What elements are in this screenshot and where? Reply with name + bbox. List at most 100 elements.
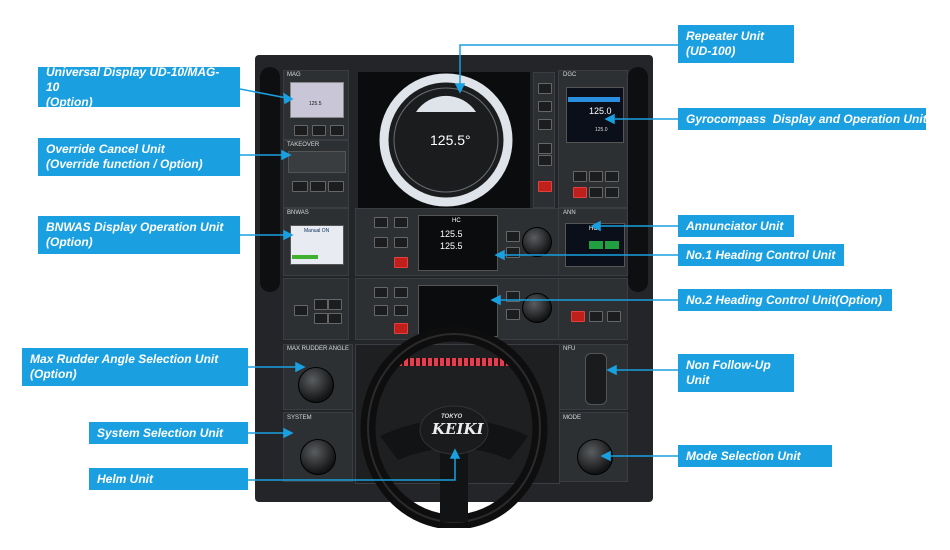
repeater-up-button[interactable] [538,143,552,154]
gyro-button-3[interactable] [605,171,619,182]
hcu1-button-2[interactable] [394,217,408,228]
remote-keypad-panel [283,278,349,340]
takeover-button-1[interactable] [292,181,308,192]
callout-universal-display: Universal Display UD-10/MAG-10 (Option) [38,64,240,109]
mag-button-2[interactable] [312,125,326,136]
callout-helm: Helm Unit [89,468,248,490]
right-handrail [628,67,648,292]
hcu2-up-button[interactable] [506,291,520,302]
bnwas-panel: BNWAS Manual ON [283,208,349,276]
callout-universal-display-line1: Universal Display UD-10/MAG-10 [46,64,220,94]
mag-button-3[interactable] [330,125,344,136]
panel-label-max-rudder-angle: MAX RUDDER ANGLE [287,346,350,352]
hcu1-up-button[interactable] [506,231,520,242]
hcu1-down-button[interactable] [506,247,520,258]
repeater-compass-rose [379,73,513,207]
takeover-button-2[interactable] [310,181,326,192]
keypad-button-1[interactable] [294,305,308,316]
ann-mode: HC [589,226,598,232]
hcu1-screen [418,215,498,271]
gyro-button-1[interactable] [573,171,587,182]
keypad-button-5[interactable] [328,313,342,324]
callout-max-rudder-line2: (Option) [30,367,77,381]
ann-button-2[interactable] [607,311,621,322]
takeover-button-3[interactable] [328,181,344,192]
gyrocompass-panel: DGC 125.0 125.0 [558,70,628,208]
hcu1-set-heading: 125.5 [440,229,463,239]
gyro-set-readout: 125.0 [595,127,608,133]
repeater-heading-readout: 125.5° [430,132,471,148]
callout-annunciator: Annunciator Unit [678,215,794,237]
hcu1-setting-knob[interactable] [522,227,552,257]
hcu1-alarm-button[interactable] [394,257,408,268]
repeater-menu-button[interactable] [538,119,552,130]
callout-mode-selection: Mode Selection Unit [678,445,832,467]
helm-wheel[interactable] [360,318,548,528]
callout-hcu1-line1: No.1 Heading Control Unit [686,247,836,262]
gyro-button-4[interactable] [589,187,603,198]
system-selection-panel: SYSTEM [283,412,353,482]
hcu1-button-3[interactable] [374,237,388,248]
annunciator-panel: ANN HC [558,208,628,276]
panel-label-bnwas: BNWAS [287,210,309,216]
repeater-color-button[interactable] [538,101,552,112]
mag-button-1[interactable] [294,125,308,136]
hcu2-down-button[interactable] [506,309,520,320]
hcu2-button-1[interactable] [374,287,388,298]
panel-label-ann: ANN [563,210,576,216]
repeater-button-strip [533,72,555,208]
hcu2-setting-knob[interactable] [522,293,552,323]
repeater-down-button[interactable] [538,155,552,166]
keypad-button-2[interactable] [314,299,328,310]
mode-selection-knob[interactable] [577,439,613,475]
takeover-status-area [288,151,346,173]
callout-nfu: Non Follow-Up Unit [678,354,794,392]
panel-label-takeover: TAKEOVER [287,142,320,148]
hcu2-button-3[interactable] [374,305,388,316]
hcu2-button-2[interactable] [394,287,408,298]
callout-universal-display-line2: (Option) [46,94,93,109]
repeater-alarm-button[interactable] [538,181,552,192]
panel-label-system: SYSTEM [287,415,312,421]
hcu1-button-4[interactable] [394,237,408,248]
hcu1-mode: HC [452,218,461,224]
nfu-panel: NFU [558,344,628,410]
callout-repeater-line1: Repeater Unit [686,29,765,43]
callout-helm-line1: Helm Unit [97,471,154,486]
heading-control-unit-1: HC 125.5 125.5 [355,208,560,276]
callout-system-selection: System Selection Unit [89,422,248,444]
hcu1-button-1[interactable] [374,217,388,228]
callout-nfu-line1: Non Follow-Up [686,358,771,372]
ann-button-1[interactable] [589,311,603,322]
gyro-alarm-button[interactable] [573,187,587,198]
max-rudder-knob[interactable] [298,367,334,403]
callout-gyrocompass-line1: Gyrocompass Display and Operation Unit [686,111,927,126]
repeater-power-button[interactable] [538,83,552,94]
hcu2-alarm-button[interactable] [394,323,408,334]
hcu2-button-4[interactable] [394,305,408,316]
gyro-button-2[interactable] [589,171,603,182]
ann-alarm-button[interactable] [571,311,585,322]
annunciator-keypad [558,278,628,340]
callout-repeater-line2: (UD-100) [686,44,736,58]
system-selection-knob[interactable] [300,439,336,475]
nfu-tiller-lever[interactable] [585,353,607,405]
callout-max-rudder: Max Rudder Angle Selection Unit (Option) [22,348,248,386]
hcu1-act-heading: 125.5 [440,241,463,251]
callout-system-selection-line1: System Selection Unit [97,425,224,440]
keypad-button-3[interactable] [328,299,342,310]
callout-override-cancel: Override Cancel Unit (Override function … [38,138,240,176]
callout-gyrocompass: Gyrocompass Display and Operation Unit [678,108,927,130]
keypad-button-4[interactable] [314,313,328,324]
override-cancel-panel: TAKEOVER [283,140,349,208]
gyro-status-bar [568,97,620,102]
panel-label-mode: MODE [563,415,581,421]
callout-hcu2-line1: No.2 Heading Control Unit(Option) [686,292,882,307]
callout-hcu2: No.2 Heading Control Unit(Option) [678,289,892,311]
callout-bnwas-line2: (Option) [46,235,93,249]
panel-label-mag: MAG [287,72,301,78]
gyro-button-5[interactable] [605,187,619,198]
brand-logo: KEIKI [432,420,484,438]
callout-override-cancel-line1: Override Cancel Unit [46,142,165,156]
repeater-unit: 125.5° [358,72,530,208]
